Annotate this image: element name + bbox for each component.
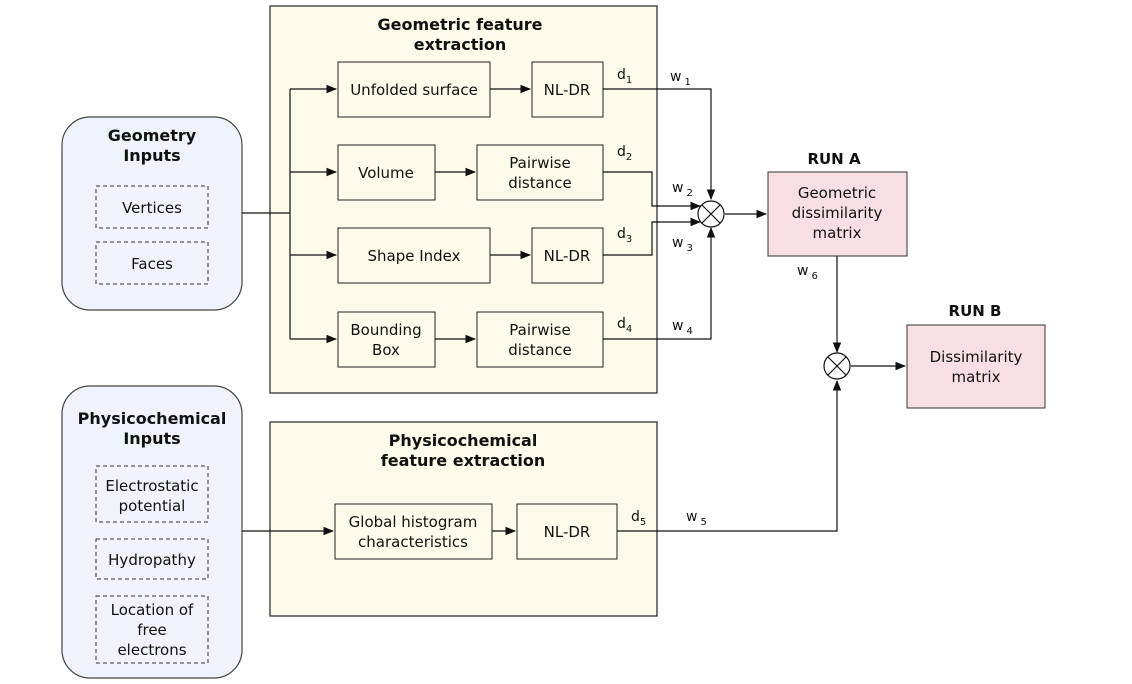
free-electrons-label-1: Location of bbox=[111, 601, 194, 619]
label-d3: d3 bbox=[617, 226, 632, 245]
electrostatic-label-1: Electrostatic bbox=[105, 477, 198, 495]
hydropathy-label: Hydropathy bbox=[108, 551, 196, 569]
dissimilarity-matrix-label-2: matrix bbox=[952, 368, 1001, 386]
histogram-label-2: characteristics bbox=[358, 533, 468, 551]
edge-d1 bbox=[603, 88, 716, 201]
geometric-dissimilarity-label-1: Geometric bbox=[798, 184, 876, 202]
run-b-label: RUN B bbox=[949, 302, 1002, 320]
hydropathy-box bbox=[95, 538, 209, 580]
nldr-5-box bbox=[516, 503, 618, 560]
geometric-dissimilarity-label-3: matrix bbox=[813, 224, 862, 242]
combiner-a-icon bbox=[697, 200, 725, 228]
bounding-box-label-2: Box bbox=[372, 341, 400, 359]
edge-d2 bbox=[603, 171, 702, 211]
pairwise-distance-1-box bbox=[476, 144, 604, 201]
pairwise-distance-4-label-2: distance bbox=[508, 341, 572, 359]
geometric-extraction-panel: Geometric feature extraction Unfolded su… bbox=[269, 5, 658, 394]
histogram-label-1: Global histogram bbox=[349, 513, 478, 531]
bounding-box-label-1: Bounding bbox=[350, 321, 421, 339]
physicochemical-extraction-title-2: feature extraction bbox=[381, 451, 545, 470]
unfolded-surface-label: Unfolded surface bbox=[350, 81, 478, 99]
electrostatic-label-2: potential bbox=[119, 497, 186, 515]
edge-d4 bbox=[603, 226, 716, 340]
free-electrons-box bbox=[95, 595, 209, 664]
pairwise-distance-4-box bbox=[476, 311, 604, 368]
label-d5: d5 bbox=[631, 509, 646, 528]
nldr-5-label: NL-DR bbox=[544, 523, 591, 541]
nldr-1-label: NL-DR bbox=[544, 81, 591, 99]
nldr-3-label: NL-DR bbox=[544, 247, 591, 265]
pairwise-distance-1-label-1: Pairwise bbox=[509, 154, 570, 172]
volume-box bbox=[337, 144, 436, 201]
pairwise-distance-1-label-2: distance bbox=[508, 174, 572, 192]
faces-box bbox=[95, 241, 209, 285]
histogram-box bbox=[334, 503, 493, 560]
bounding-box-box bbox=[337, 311, 436, 368]
dissimilarity-matrix-box bbox=[906, 324, 1046, 409]
label-d2: d2 bbox=[617, 144, 632, 163]
physicochemical-extraction-panel: Physicochemical feature extraction Globa… bbox=[269, 421, 658, 617]
nldr-3-box bbox=[531, 227, 604, 284]
run-b-group: RUN B Dissimilarity matrix bbox=[906, 302, 1046, 409]
edge-d5 bbox=[617, 379, 842, 532]
combiner-b-icon bbox=[823, 352, 851, 380]
run-a-group: RUN A Geometric dissimilarity matrix bbox=[767, 150, 908, 257]
label-d4: d4 bbox=[617, 316, 632, 335]
dissimilarity-matrix-label-1: Dissimilarity bbox=[930, 348, 1023, 366]
vertices-box bbox=[95, 185, 209, 229]
geometry-inputs-title-1: Geometry bbox=[108, 126, 197, 145]
physicochemical-inputs-title-2: Inputs bbox=[123, 429, 180, 448]
faces-label: Faces bbox=[131, 255, 173, 273]
physicochemical-inputs-title-1: Physicochemical bbox=[78, 409, 227, 428]
geometric-extraction-title-1: Geometric feature bbox=[378, 15, 543, 34]
free-electrons-label-3: electrons bbox=[117, 641, 186, 659]
electrostatic-box bbox=[95, 465, 209, 523]
geometric-extraction-title-2: extraction bbox=[414, 35, 507, 54]
geometric-dissimilarity-box bbox=[767, 171, 908, 257]
geometric-dissimilarity-label-2: dissimilarity bbox=[792, 204, 883, 222]
run-a-label: RUN A bbox=[807, 150, 861, 168]
nldr-1-box bbox=[531, 61, 604, 118]
geometry-inputs-title-2: Inputs bbox=[123, 146, 180, 165]
volume-label: Volume bbox=[358, 164, 414, 182]
vertices-label: Vertices bbox=[122, 199, 182, 217]
pairwise-distance-4-label-1: Pairwise bbox=[509, 321, 570, 339]
unfolded-surface-box bbox=[337, 61, 491, 118]
shape-index-box bbox=[337, 227, 491, 284]
physicochemical-extraction-title-1: Physicochemical bbox=[389, 431, 538, 450]
shape-index-label: Shape Index bbox=[367, 247, 460, 265]
edge-d3 bbox=[603, 217, 702, 256]
free-electrons-label-2: free bbox=[137, 621, 167, 639]
geometry-inputs-panel: Geometry Inputs Vertices Faces bbox=[61, 116, 243, 311]
label-d1: d1 bbox=[617, 67, 632, 86]
physicochemical-inputs-panel: Physicochemical Inputs Electrostatic pot… bbox=[61, 385, 243, 679]
connectors bbox=[242, 84, 907, 536]
